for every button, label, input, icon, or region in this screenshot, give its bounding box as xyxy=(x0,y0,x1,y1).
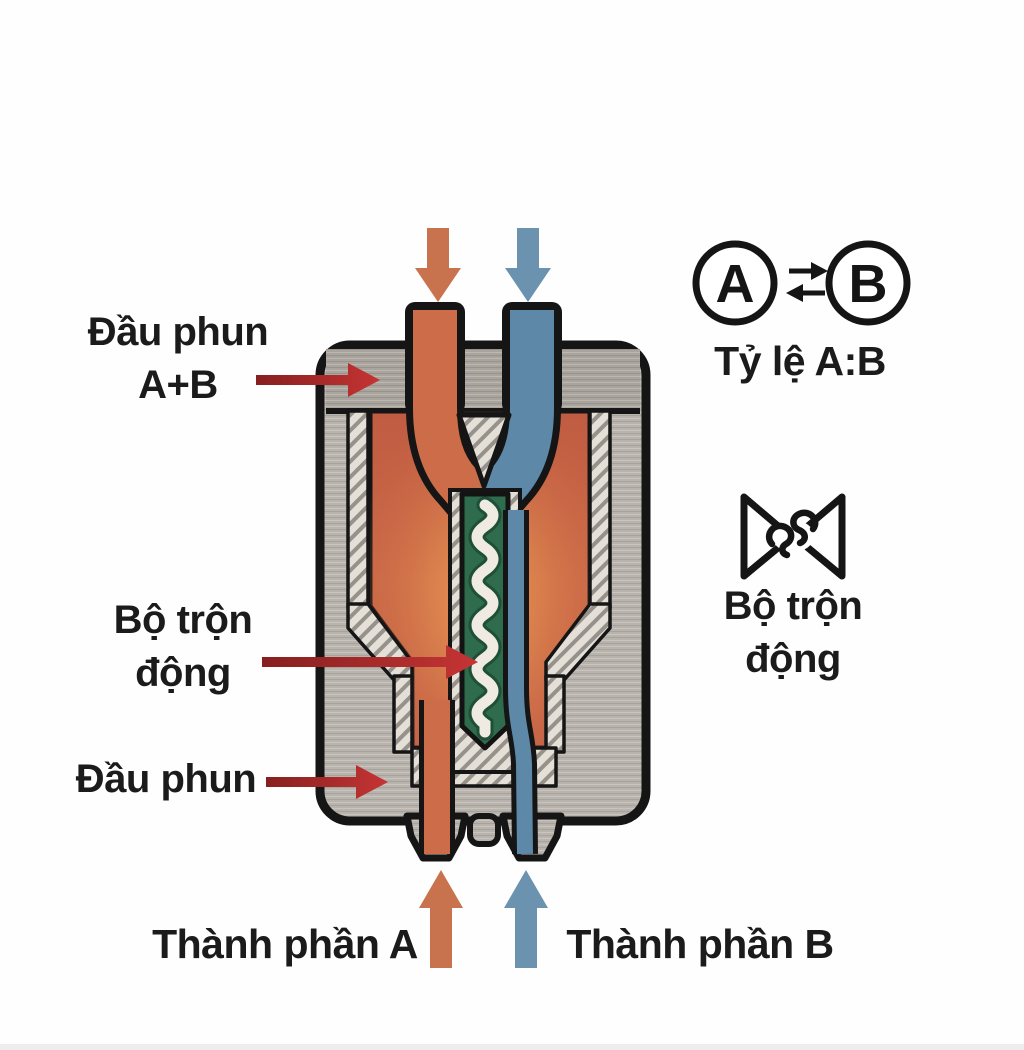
mixer-callout-arrow-icon xyxy=(262,645,478,679)
dynamic-mixer-icon xyxy=(740,493,846,580)
circle-b-letter: B xyxy=(849,254,888,314)
dynamic-mixer-label-line1: Bộ trộn xyxy=(113,598,253,642)
component-b-label: Thành phần B xyxy=(566,921,834,967)
circle-b-icon xyxy=(825,240,911,326)
nozzle-ab-callout-arrow-icon xyxy=(256,363,380,397)
nozzle-ab-label-line1: Đầu phun xyxy=(87,310,269,354)
center-pin xyxy=(467,813,501,847)
outlet-streams xyxy=(419,510,538,855)
component-a-label: Thành phần A xyxy=(152,921,418,967)
ratio-legend: A B xyxy=(692,240,911,326)
mixer-knot-left xyxy=(765,522,795,559)
inflow-b-arrow-icon xyxy=(505,228,551,302)
ratio-label: Tỷ lệ A:B xyxy=(714,338,886,384)
stream-divider-wedge xyxy=(456,412,512,489)
nozzle-label: Đầu phun xyxy=(75,757,257,801)
nozzle-body xyxy=(315,302,651,862)
inlet-a-fluid xyxy=(413,310,457,414)
component-a-arrow-icon xyxy=(419,870,463,968)
converging-streams xyxy=(406,407,561,516)
inlet-tubes xyxy=(405,302,562,414)
dynamic-mixer-legend-label: Bộ trộn động xyxy=(673,580,913,686)
nozzle-ab-label-line2: A+B xyxy=(138,362,218,407)
exchange-arrows-icon xyxy=(786,262,828,302)
stream-a xyxy=(413,407,488,512)
mixer-spiral xyxy=(471,499,499,738)
component-b-arrow-icon xyxy=(504,870,548,968)
outlet-b-stream xyxy=(508,510,533,855)
dynamic-mixer-label-line2: động xyxy=(135,650,231,695)
inflow-a-arrow-icon xyxy=(415,228,461,302)
circle-a-icon xyxy=(692,240,778,326)
dynamic-mixer-legend-line2: động xyxy=(745,636,841,681)
callout-arrows xyxy=(256,363,478,799)
flow-arrows xyxy=(415,228,551,968)
inlet-b-fluid xyxy=(510,310,554,414)
dynamic-mixer-legend-line1: Bộ trộn xyxy=(723,584,863,628)
stream-b xyxy=(479,407,554,512)
nozzle-ab-label: Đầu phun A+B xyxy=(56,306,300,412)
nozzle-callout-arrow-icon xyxy=(266,765,388,799)
bottom-edge-strip xyxy=(0,1044,1024,1050)
dynamic-mixer-label: Bộ trộn động xyxy=(63,594,303,700)
circle-a-letter: A xyxy=(716,254,755,314)
mixer-knot-right xyxy=(790,509,819,547)
